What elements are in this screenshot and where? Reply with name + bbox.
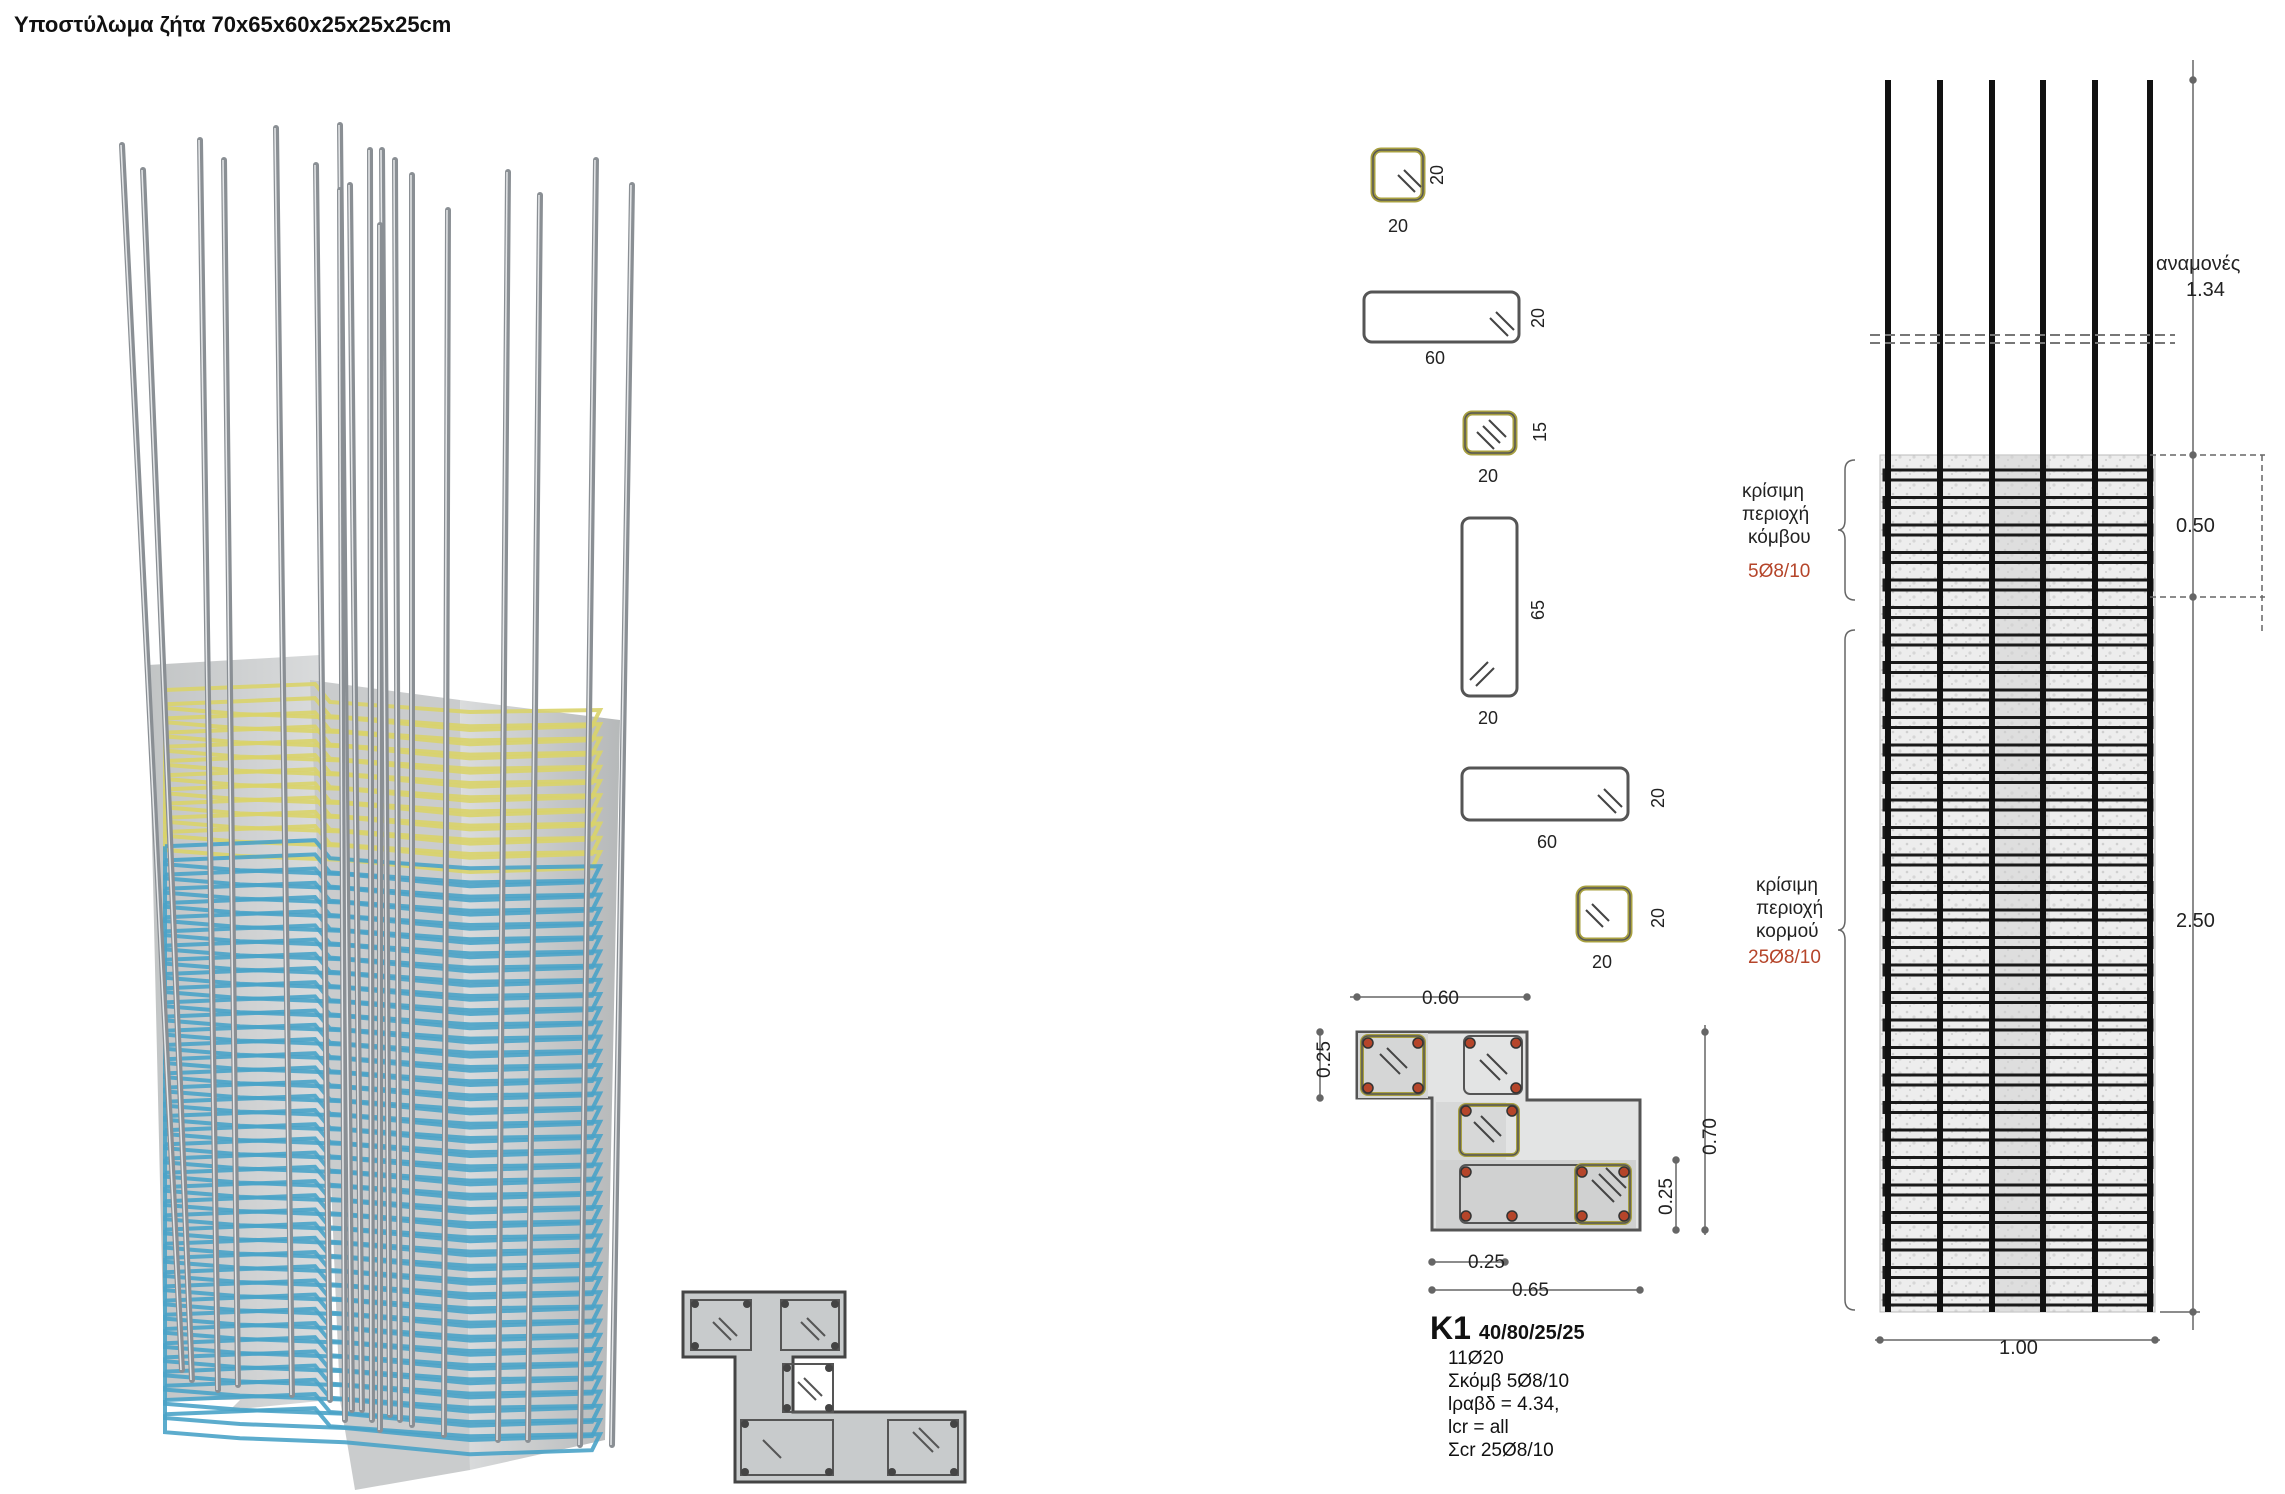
k1-heading: K1 40/80/25/25 <box>1430 1310 1585 1347</box>
node-zone-value: 0.50 <box>2176 515 2215 537</box>
body-zone-label-1: κρίσιμη <box>1756 875 1818 896</box>
stirrup-2-width: 60 <box>1425 348 1445 368</box>
stirrup-20x15: 20 15 <box>1462 410 1550 486</box>
rebar-bar <box>609 182 635 1448</box>
stirrup-4-height: 65 <box>1528 600 1548 620</box>
rebar-highlight <box>141 169 192 1381</box>
rebar-highlight <box>526 194 540 1441</box>
node-zone-label-2: περιοχή <box>1742 504 1809 525</box>
drawing-title: Υποστύλωμα ζήτα 70x65x60x25x25x25cm <box>14 12 452 37</box>
rebar-bar <box>273 125 295 1398</box>
dim-right-height: 0.25 <box>1656 1178 1677 1215</box>
rebar-highlight <box>368 149 372 1421</box>
rebar-bar <box>140 167 195 1383</box>
rebar-bar <box>221 157 241 1388</box>
k1-line-3: lραβδ = 4.34, <box>1448 1394 1560 1415</box>
rebar-bar <box>197 137 221 1393</box>
k1-line-4: lcr = all <box>1448 1417 1509 1438</box>
rebar-highlight <box>314 164 330 1401</box>
body-zone-value: 2.50 <box>2176 910 2215 932</box>
rebar-bar <box>379 147 393 1418</box>
rebar-highlight <box>120 144 182 1371</box>
stirrup-6-height: 20 <box>1648 908 1668 928</box>
rebar-highlight <box>442 209 448 1436</box>
stirrup-ring <box>163 1406 604 1457</box>
body-zone-label-2: περιοχή <box>1756 898 1823 919</box>
rebar-highlight <box>222 159 238 1386</box>
rebar-bar <box>577 157 599 1448</box>
dim-total-height: 0.70 <box>1700 1118 1721 1155</box>
column-3d-render <box>119 122 635 1490</box>
k1-line-1: 11Ø20 <box>1448 1348 1504 1369</box>
stirrup-2-height: 20 <box>1528 308 1548 328</box>
stirrup-5-width: 60 <box>1537 832 1557 852</box>
node-zone-stirrups: 5Ø8/10 <box>1748 561 1810 582</box>
rebar-bar <box>495 169 511 1443</box>
rebar-bar <box>313 162 333 1403</box>
stirrup-6-width: 20 <box>1592 952 1612 972</box>
rebar-highlight <box>393 159 400 1421</box>
dim-left-height: 0.25 <box>1314 1041 1335 1078</box>
z-section-plan <box>681 1290 967 1484</box>
rebar-highlight <box>496 171 508 1441</box>
stirrup-shapes: 20 20 60 20 20 15 20 65 <box>1362 147 1668 972</box>
rebars-3d <box>119 122 635 1448</box>
k1-name: K1 <box>1430 1310 1471 1346</box>
rebar-bar <box>337 187 348 1423</box>
body-zone-stirrups: 25Ø8/10 <box>1748 947 1821 968</box>
rebar-highlight <box>198 139 218 1391</box>
dim-top-width: 0.60 <box>1422 988 1459 1009</box>
stirrup-1-height: 20 <box>1427 165 1447 185</box>
stirrup-20x65: 20 65 <box>1460 516 1548 728</box>
k1-line-5: Σcr 25Ø8/10 <box>1448 1440 1554 1461</box>
rebar-bar <box>392 157 403 1423</box>
node-zone-label-3: κόμβου <box>1748 527 1811 548</box>
k1-line-2: Σκόμβ 5Ø8/10 <box>1448 1371 1570 1392</box>
rebar-bar <box>347 182 365 1413</box>
stirrup-60x20-a: 60 20 <box>1362 290 1548 368</box>
stirrup-3-width: 20 <box>1478 466 1498 486</box>
width-value: 1.00 <box>1999 1337 2038 1359</box>
rebar-highlight <box>348 184 362 1411</box>
dim-bottom-width: 0.65 <box>1512 1280 1549 1301</box>
z-section-detail: 0.60 0.25 0.70 0.25 0.25 0.65 <box>1314 988 1721 1301</box>
lap-value: 1.34 <box>2186 279 2225 301</box>
rebar-bar <box>441 207 451 1438</box>
rebar-bar <box>525 192 543 1443</box>
rebar-highlight <box>274 127 292 1396</box>
stirrup-3-height: 15 <box>1530 422 1550 442</box>
column-elevation: αναμονές 1.34 0.50 2.50 1.00 κρίσιμη περ… <box>1742 60 2265 1359</box>
stirrup-20x20-a: 20 20 <box>1370 147 1447 236</box>
stirrup-1-width: 20 <box>1388 216 1408 236</box>
body-zone-label-3: κορμού <box>1756 921 1819 942</box>
k1-spec: K1 40/80/25/25 11Ø20 Σκόμβ 5Ø8/10 lραβδ =… <box>1430 1310 1585 1462</box>
stirrup-20x20-b: 20 20 <box>1575 885 1668 972</box>
elevation-rebars <box>1885 80 2153 1312</box>
rebar-highlight <box>578 159 596 1446</box>
rebar-highlight <box>610 184 632 1446</box>
stirrup-5-height: 20 <box>1648 788 1668 808</box>
stirrup-60x20-b: 60 20 <box>1460 766 1668 852</box>
rebar-bar <box>119 142 185 1373</box>
lap-label: αναμονές <box>2156 253 2241 275</box>
rebar-highlight <box>338 189 345 1421</box>
stirrup-4-width: 20 <box>1478 708 1498 728</box>
dim-bottom-short: 0.25 <box>1468 1252 1505 1273</box>
rebar-bar <box>367 147 375 1423</box>
node-zone-label-1: κρίσιμη <box>1742 481 1804 502</box>
k1-dims: 40/80/25/25 <box>1478 1322 1585 1344</box>
